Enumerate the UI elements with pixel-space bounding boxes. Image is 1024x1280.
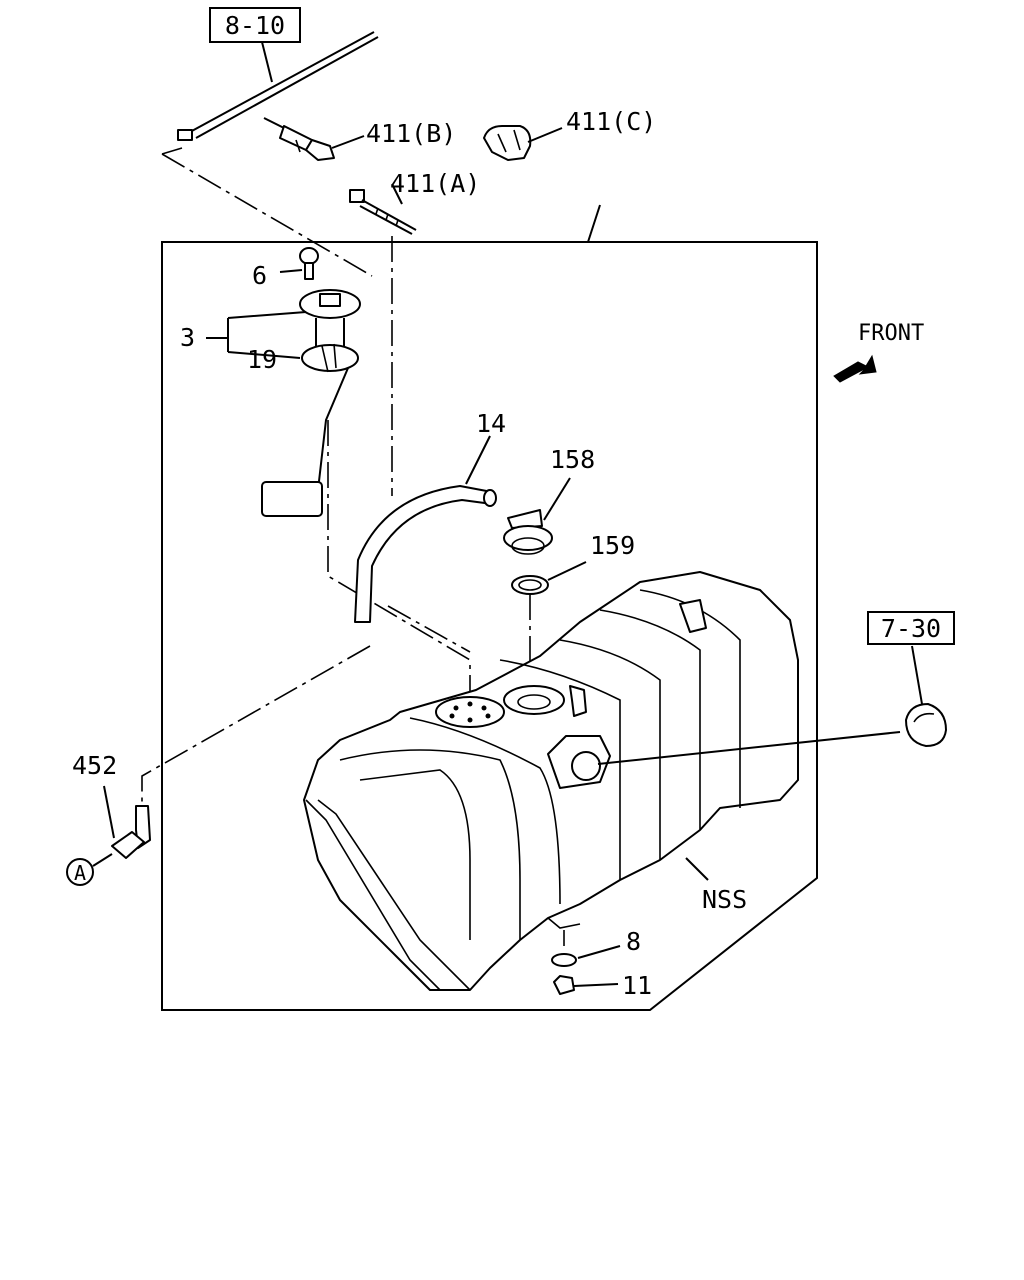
leader-411b <box>331 135 365 149</box>
pump-centerline <box>327 420 471 704</box>
gasket-159 <box>511 575 549 595</box>
wire-harness <box>177 31 379 141</box>
label-8[interactable]: 8 <box>626 927 641 956</box>
fitting-line <box>141 645 371 806</box>
fuel-cap <box>905 703 947 747</box>
front-label: FRONT <box>858 321 924 346</box>
leader-159 <box>547 561 587 581</box>
leader-452 <box>103 785 115 839</box>
label-158[interactable]: 158 <box>550 445 595 474</box>
vent-hose-14 <box>354 485 497 623</box>
leader-11 <box>573 983 619 987</box>
leader-nss <box>685 857 709 881</box>
circle-a-marker[interactable] <box>66 858 94 886</box>
leader-411c <box>527 127 563 143</box>
bolt-6 <box>299 247 319 280</box>
assembly-boundary-frame <box>161 241 818 1011</box>
label-159[interactable]: 159 <box>590 531 635 560</box>
leader-8-10 <box>261 41 273 83</box>
label-14[interactable]: 14 <box>476 409 506 438</box>
label-19[interactable]: 19 <box>247 345 277 374</box>
ref-box-8-10[interactable] <box>209 7 301 43</box>
clip-411c <box>483 125 532 161</box>
label-411b[interactable]: 411(B) <box>366 119 456 148</box>
bracket-3 <box>206 311 307 359</box>
label-452[interactable]: 452 <box>72 751 117 780</box>
leader-6 <box>279 269 303 273</box>
label-6[interactable]: 6 <box>252 261 267 290</box>
label-11[interactable]: 11 <box>622 971 652 1000</box>
leader-158 <box>543 477 571 521</box>
front-arrow-icon <box>833 354 877 383</box>
harness-to-pump-line <box>161 153 373 277</box>
hose-to-tank-line <box>387 605 471 653</box>
label-nss[interactable]: NSS <box>702 885 747 914</box>
clip-411b <box>263 117 335 161</box>
harness-to-pump-line-b <box>161 147 183 155</box>
fitting-452 <box>111 805 151 859</box>
label-3[interactable]: 3 <box>180 323 195 352</box>
ref-label-7-30[interactable]: 7-30 <box>881 614 941 643</box>
cable-tie-411a <box>349 189 417 235</box>
leader-411a <box>391 183 403 205</box>
breather-valve-158 <box>503 509 553 555</box>
leader-a <box>92 853 113 867</box>
washer-8 <box>551 953 577 967</box>
fuel-pump-sender-3 <box>261 289 361 517</box>
leader-1 <box>587 204 601 243</box>
label-circle-a[interactable]: A <box>74 861 86 885</box>
drain-plug-11 <box>553 975 575 995</box>
label-411a[interactable]: 411(A) <box>390 169 480 198</box>
leader-8 <box>577 945 621 959</box>
leader-7-30 <box>911 645 923 705</box>
leader-14 <box>465 435 491 485</box>
label-411c[interactable]: 411(C) <box>566 107 656 136</box>
cap-to-filler-line <box>597 731 901 765</box>
ref-box-7-30[interactable] <box>867 611 955 645</box>
ref-label-8-10[interactable]: 8-10 <box>225 11 285 40</box>
fuel-tank-body <box>303 571 799 991</box>
